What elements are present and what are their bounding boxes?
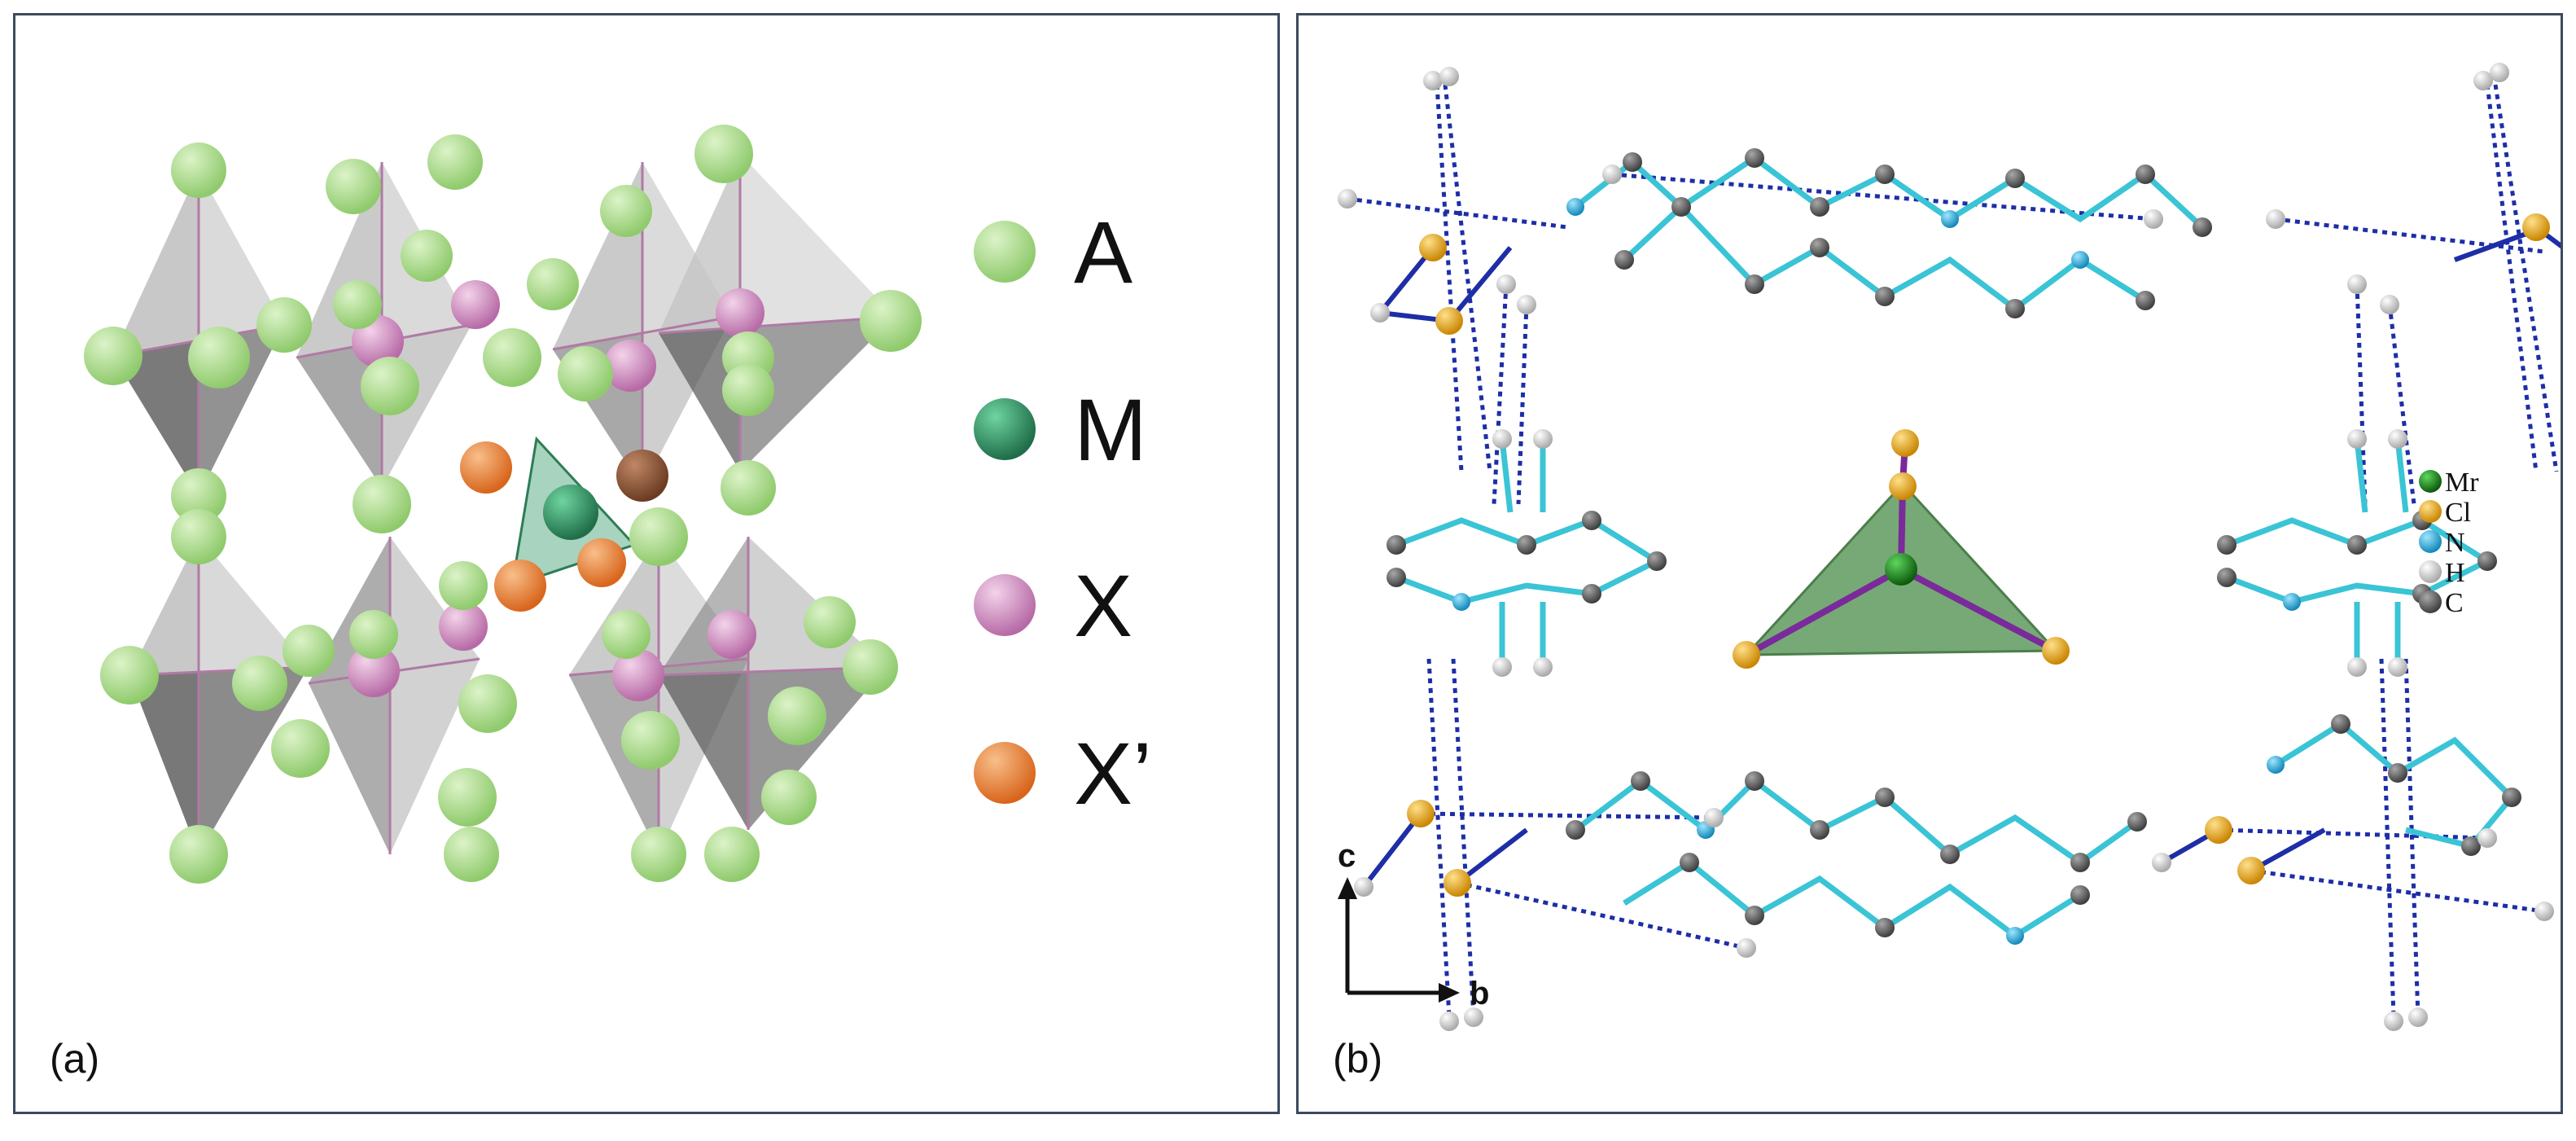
axes-indicator (1338, 877, 1460, 1003)
brown-atom (616, 450, 668, 502)
legend-b-marker-c (2419, 590, 2442, 613)
legend-a-marker-a (974, 221, 1036, 283)
legend-a-label-a: A (1074, 203, 1132, 301)
legend-b-label-h: H (2445, 558, 2465, 588)
caption-a: (a) (50, 1036, 100, 1082)
legend-a-marker-m (974, 398, 1036, 460)
crystal-packing-diagram: c b Mr Cl N H C (1338, 63, 2561, 1031)
legend-b-marker-n (2419, 530, 2442, 553)
legend-a-label-m: M (1074, 380, 1147, 479)
h-atoms (1338, 63, 2554, 1031)
caption-b: (b) (1333, 1036, 1383, 1082)
legend-a-marker-x-prime (974, 742, 1036, 804)
m-atom (543, 485, 598, 540)
legend-a-label-x-prime: X’ (1074, 724, 1152, 823)
legend-b: Mr Cl N H C (2419, 467, 2479, 618)
cl-atoms (1407, 213, 2550, 897)
n-atoms (1452, 198, 2301, 945)
legend-a-label-x: X (1074, 556, 1132, 655)
x-prime-atoms (460, 441, 626, 612)
a-atoms (84, 125, 922, 884)
legend-b-marker-cl (2419, 500, 2442, 523)
axis-label-c: c (1338, 838, 1356, 874)
mn-atom (1885, 553, 1917, 586)
legend-a-marker-x (974, 574, 1036, 636)
perovskite-structure-diagram: A M X X’ (84, 125, 1152, 884)
panel-b: c b Mr Cl N H C (b) (1296, 13, 2563, 1114)
legend-b-label-mr: Mr (2445, 467, 2479, 498)
panel-a: A M X X’ (a) (13, 13, 1280, 1114)
legend-b-label-c: C (2445, 588, 2464, 618)
legend-b-label-cl: Cl (2445, 498, 2471, 528)
legend-b-label-n: N (2445, 528, 2465, 558)
legend-b-marker-h (2419, 560, 2442, 583)
x-atoms (348, 280, 764, 701)
legend-a: A M X X’ (974, 203, 1152, 823)
hydrogen-bonds (1347, 84, 2559, 1018)
axis-label-b: b (1470, 976, 1489, 1012)
legend-b-marker-mr (2419, 470, 2442, 493)
